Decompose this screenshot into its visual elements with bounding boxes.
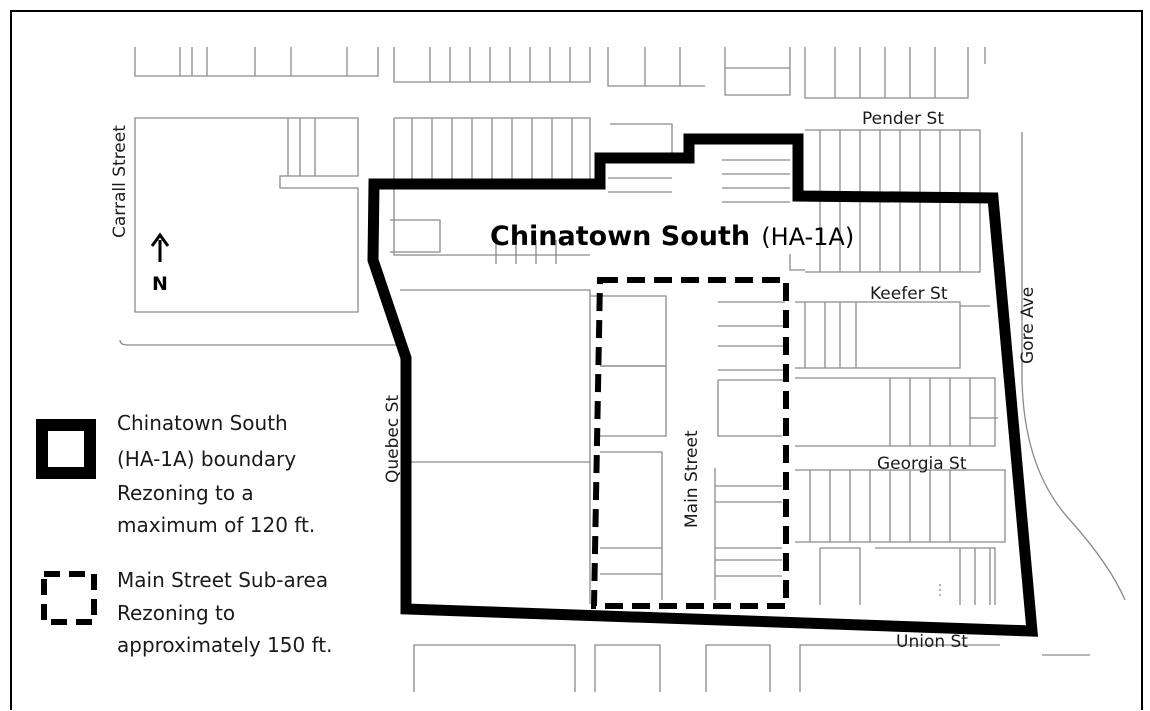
street-label-pender: Pender St	[862, 109, 944, 129]
solid-square-icon	[36, 419, 96, 479]
street-label-gore: Gore Ave	[1018, 287, 1038, 364]
legend-subarea-line-2: Rezoning to	[117, 601, 235, 625]
chinatown-south-boundary	[367, 133, 1039, 637]
street-label-quebec: Quebec St	[383, 395, 403, 483]
legend-subarea-line-1: Main Street Sub-area	[117, 568, 328, 592]
street-label-carrall: Carrall Street	[110, 125, 130, 238]
legend-subarea-line-3: approximately 150 ft.	[117, 633, 333, 657]
top-lot-dividers	[179, 47, 936, 98]
map-frame	[10, 10, 1143, 710]
street-label-georgia: Georgia St	[877, 454, 967, 474]
dashed-square-icon	[41, 571, 97, 625]
north-label: N	[152, 273, 168, 295]
north-arrow-icon	[150, 232, 170, 262]
legend-boundary-line-2: (HA-1A) boundary	[117, 447, 296, 471]
legend-boundary-line-1: Chinatown South	[117, 411, 288, 435]
area-title: Chinatown South (HA-1A)	[490, 221, 854, 252]
street-label-union: Union St	[896, 632, 968, 652]
area-title-main: Chinatown South	[490, 221, 750, 252]
lot-lines	[119, 47, 1126, 692]
street-label-keefer: Keefer St	[870, 284, 948, 304]
legend: Chinatown South (HA-1A) boundary Rezonin…	[36, 411, 333, 657]
street-label-main: Main Street	[682, 430, 702, 528]
subarea-boundary	[590, 277, 789, 609]
legend-boundary-line-4: maximum of 120 ft.	[117, 513, 315, 537]
area-title-code: (HA-1A)	[761, 223, 854, 251]
legend-boundary-line-3: Rezoning to a	[117, 481, 254, 505]
